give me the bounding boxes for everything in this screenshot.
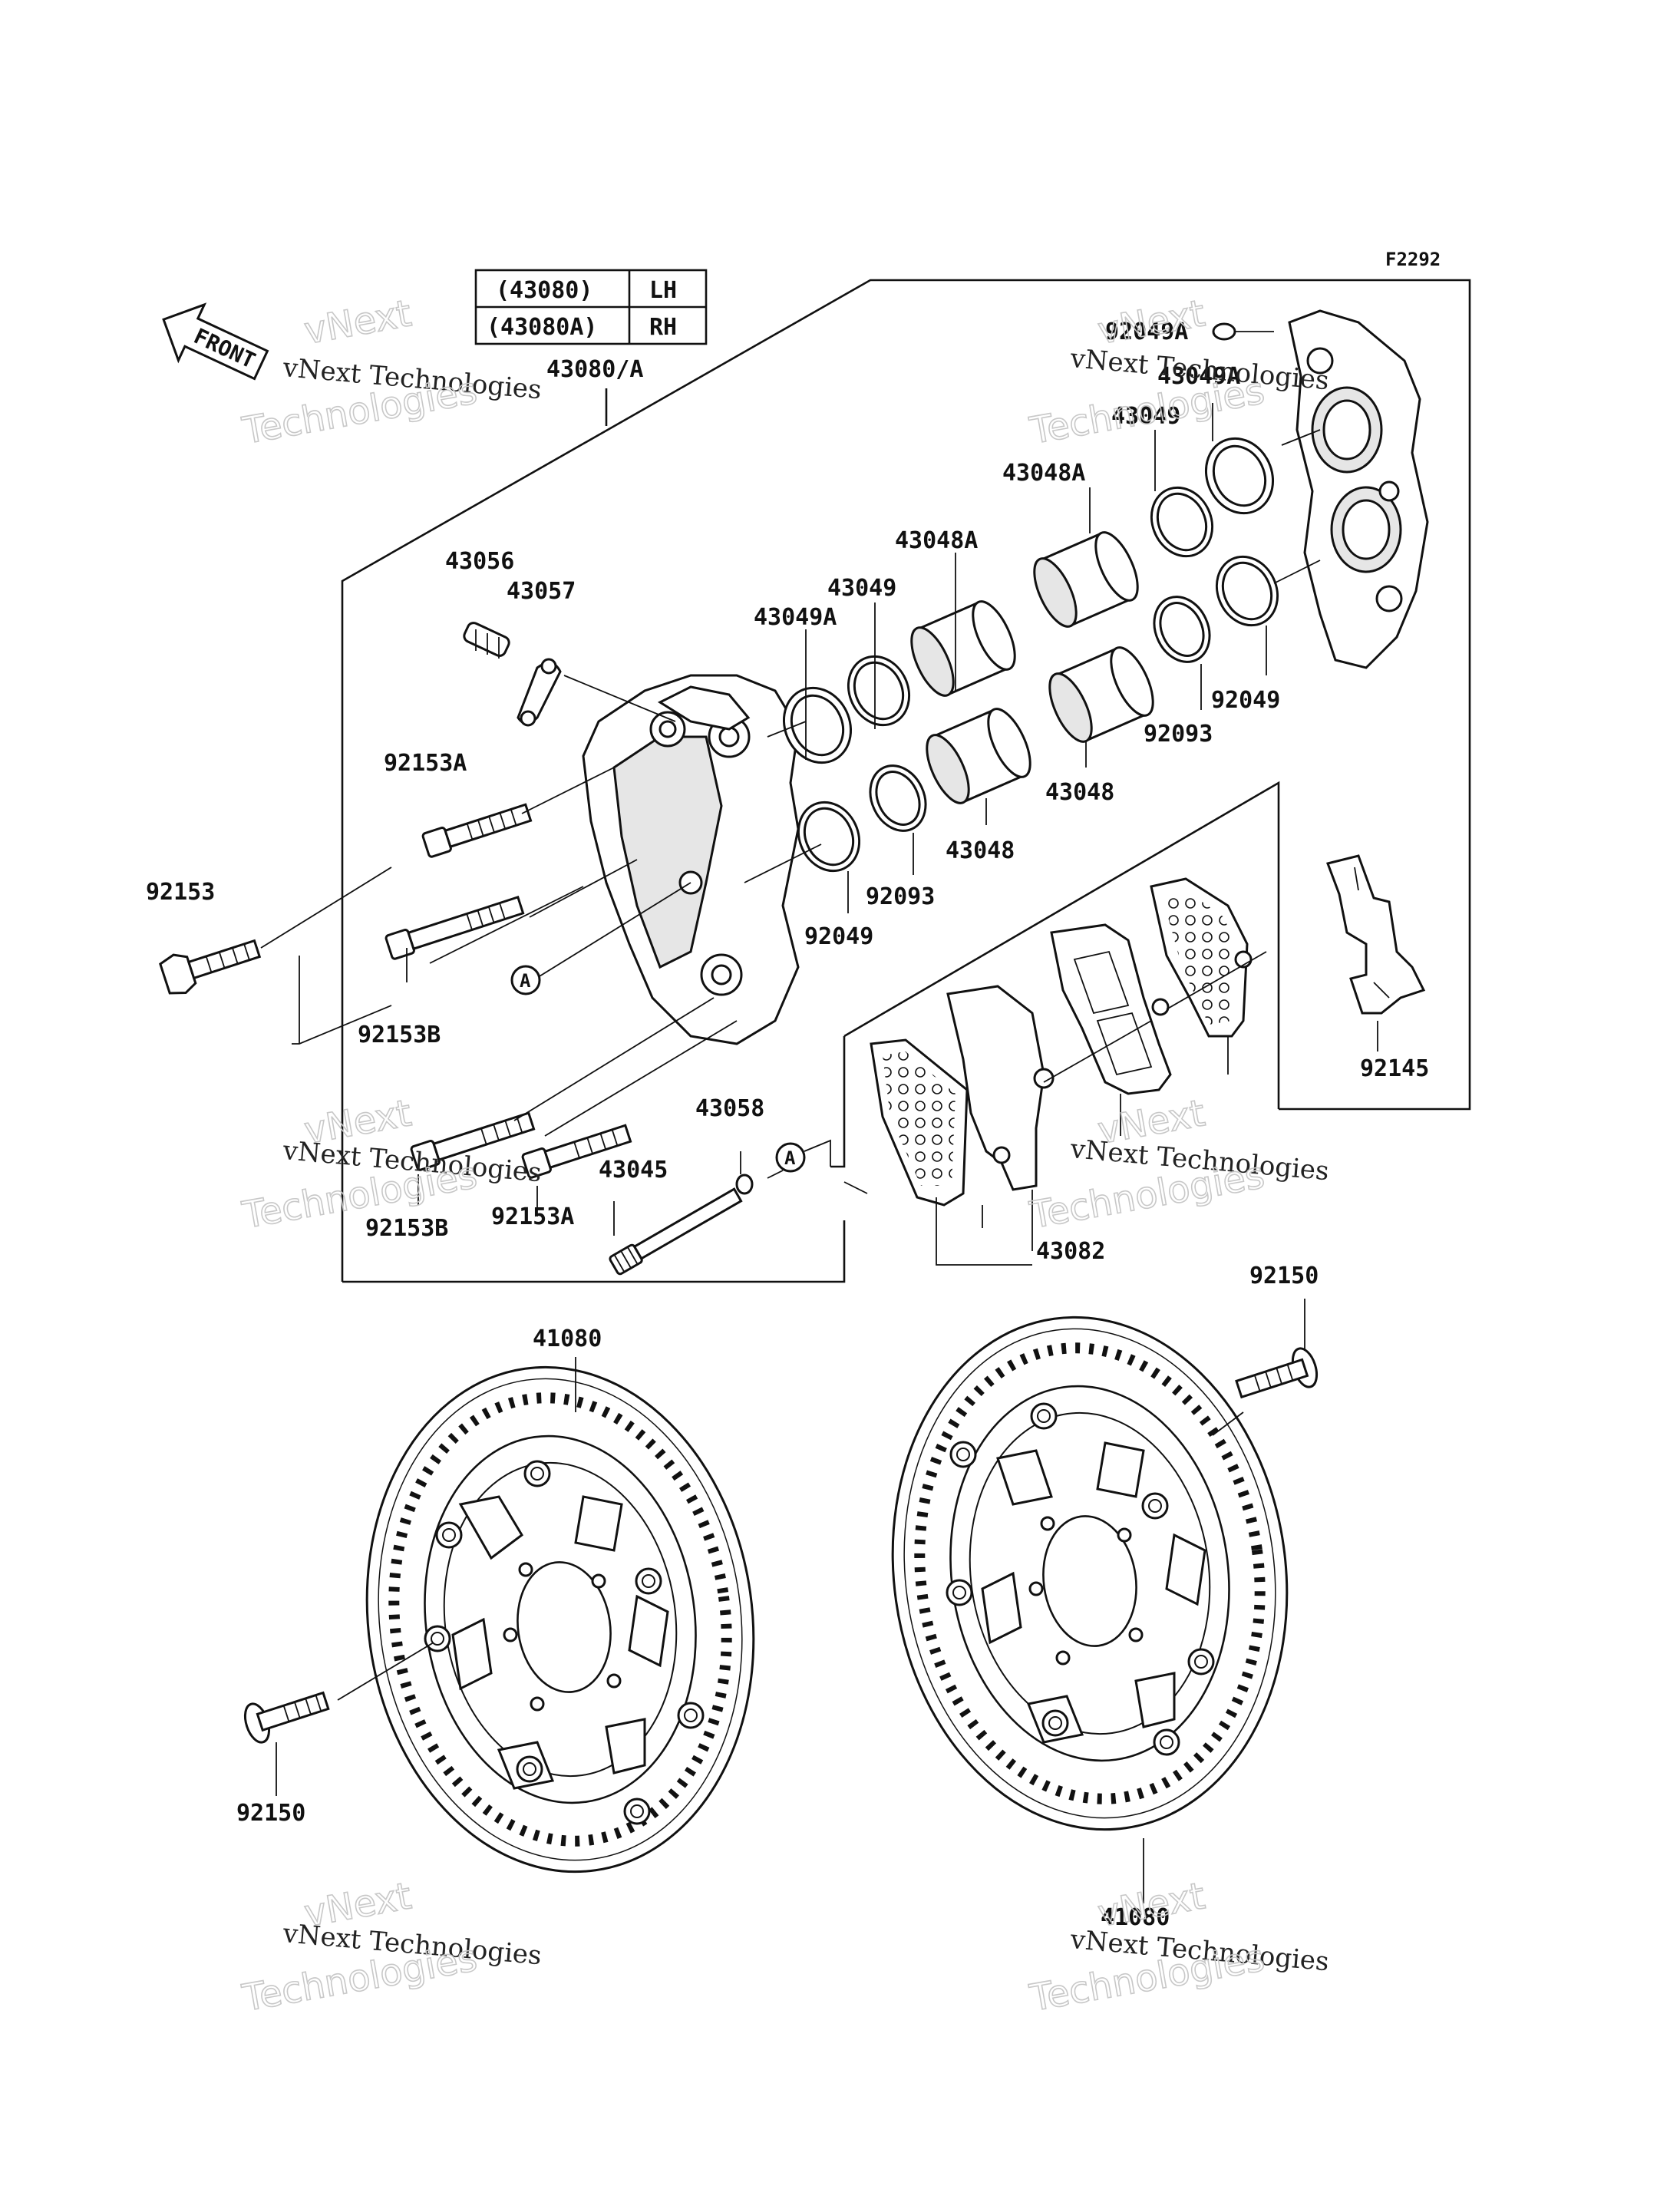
label-41080-left: 41080 (533, 1325, 602, 1352)
brake-pad-left (946, 985, 1055, 1191)
label-92153B-bottom: 92153B (365, 1215, 448, 1242)
ref-a-label-2: A (784, 1147, 796, 1169)
seal-92049-right (1215, 555, 1279, 627)
pad-shim-right (1150, 877, 1253, 1038)
label-43049-left: 43049 (827, 575, 896, 602)
seal-92093-left (869, 764, 927, 832)
watermark-line-1: vNext (301, 292, 414, 353)
ref-a-circle-1: A (510, 965, 541, 995)
front-arrow-icon: FRONT (162, 302, 269, 381)
label-92150-right: 92150 (1249, 1263, 1319, 1289)
label-41080-right: 41080 (1101, 1904, 1170, 1931)
piston-43048A-left (910, 600, 1016, 697)
label-43045: 43045 (599, 1157, 668, 1184)
seal-43049A-right (1204, 437, 1275, 515)
watermark-line-1: vNext (1094, 1874, 1208, 1936)
piston-43048-right (1048, 646, 1154, 743)
seal-92049A-small (1212, 322, 1236, 341)
seal-43049A-left (782, 686, 853, 764)
caliper-body-right (1288, 309, 1429, 669)
label-43048A-right: 43048A (1002, 460, 1085, 487)
label-43049-right: 43049 (1111, 403, 1180, 430)
watermark-6: vNext vNext Technologies Technologies (1026, 1874, 1331, 2021)
label-92153A-top: 92153A (384, 750, 467, 777)
label-43057: 43057 (507, 578, 576, 605)
bleeder-valve (463, 622, 510, 659)
ref-a-label-1: A (520, 970, 531, 992)
label-43048-left: 43048 (946, 837, 1015, 864)
ref-a-circle-2: A (775, 1142, 806, 1173)
label-92150-left: 92150 (236, 1800, 305, 1827)
disc-bolt-right (1235, 1347, 1319, 1399)
seal-43049-left (847, 655, 911, 727)
brake-disc-left (365, 1365, 755, 1874)
label-92049A: 92049A (1105, 319, 1188, 345)
label-43049A-left: 43049A (754, 604, 837, 631)
label-43082: 43082 (1036, 1238, 1105, 1265)
table-row-2-side: RH (649, 314, 677, 341)
pad-pin-43045 (609, 1187, 743, 1276)
bleeder-cap (517, 658, 562, 727)
bolt-92153B-lower (410, 1111, 536, 1171)
caliper-body-left (582, 674, 800, 1045)
bolt-92153A-lower (521, 1124, 632, 1179)
brake-pad-right (1050, 923, 1172, 1095)
bolt-92153A-top (421, 803, 533, 858)
label-92093-right: 92093 (1144, 721, 1213, 748)
pad-spring-92145 (1326, 854, 1426, 1015)
seal-92049-left (797, 801, 861, 873)
label-43080A: 43080/A (546, 356, 643, 383)
brake-disc-right (891, 1316, 1289, 1831)
watermark-4: vNext vNext Technologies Technologies (1026, 1091, 1331, 1238)
watermark-5: vNext vNext Technologies Technologies (239, 1874, 543, 2021)
label-92153B-left: 92153B (358, 1022, 441, 1048)
pad-shim-left (870, 1038, 969, 1207)
variant-table: (43080) LH (43080A) RH (474, 269, 708, 345)
seal-43049-right (1150, 486, 1214, 558)
label-92049-left: 92049 (804, 923, 873, 950)
label-43058: 43058 (695, 1095, 764, 1122)
label-43048A-left: 43048A (895, 527, 978, 554)
label-43048-right: 43048 (1045, 779, 1114, 806)
figure-code: F2292 (1385, 249, 1441, 270)
seal-92093-right (1153, 596, 1211, 663)
label-92049-right: 92049 (1211, 687, 1280, 714)
label-43056: 43056 (445, 548, 514, 575)
disc-bolt-left (243, 1691, 330, 1744)
table-row-1-side: LH (649, 277, 677, 304)
piston-43048A-right (1033, 531, 1139, 628)
ring-43058 (735, 1174, 754, 1195)
label-43049A-right: 43049A (1157, 363, 1240, 390)
label-92093-left: 92093 (866, 883, 935, 910)
table-row-2-part: (43080A) (487, 314, 598, 341)
bolt-92153 (159, 939, 262, 995)
piston-43048-left (926, 708, 1031, 804)
part-labels: 43080/A 43056 43057 92153A 92153 92153B … (146, 319, 1429, 1931)
label-92153A-bottom: 92153A (491, 1203, 574, 1230)
label-92153: 92153 (146, 879, 215, 906)
table-row-1-part: (43080) (496, 277, 592, 304)
label-92145: 92145 (1360, 1055, 1429, 1082)
watermark-line-1: vNext (1094, 292, 1208, 353)
caliper-assembly-outline (341, 279, 1471, 1283)
